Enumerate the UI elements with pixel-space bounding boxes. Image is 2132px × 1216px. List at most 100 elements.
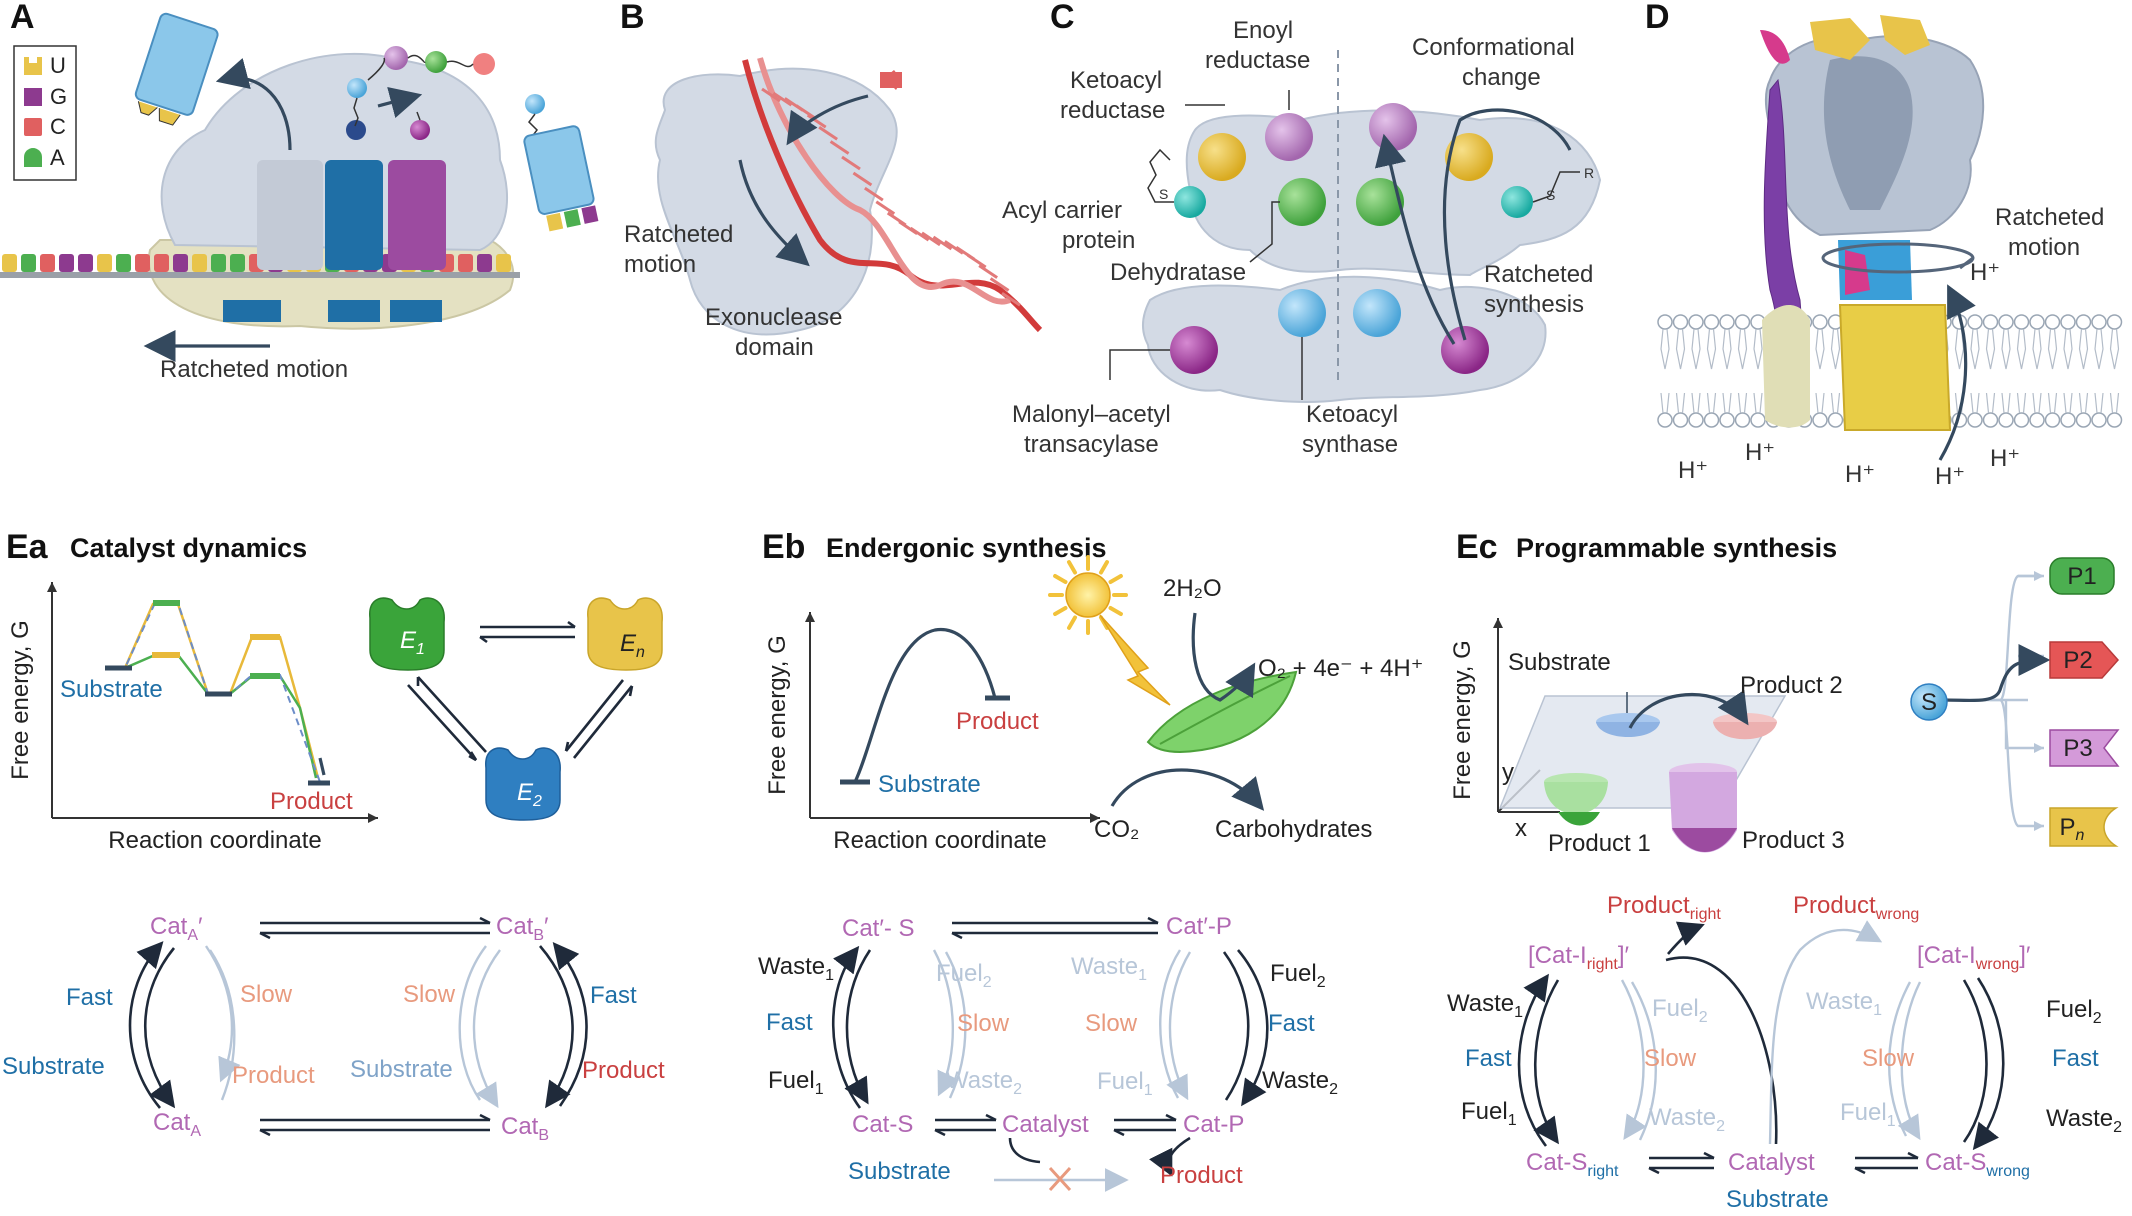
cat-a: CatA bbox=[153, 1109, 201, 1140]
ea-y-axis-label: Free energy, G bbox=[7, 620, 34, 780]
nucleotide-base bbox=[496, 254, 511, 272]
nucleotide-base bbox=[2, 254, 17, 272]
eb-substrate: Substrate bbox=[848, 1158, 951, 1185]
legend-g: G bbox=[50, 84, 67, 109]
ec-waste-left: Waste1 bbox=[1447, 990, 1523, 1021]
trna-site-a bbox=[388, 160, 446, 270]
cat-s-wrong: Cat-Swrong bbox=[1925, 1149, 2030, 1180]
panel-label-ea: Ea bbox=[6, 528, 49, 566]
ec-x-label: x bbox=[1515, 815, 1527, 842]
nucleotide-base bbox=[78, 254, 93, 272]
ec-waste-bottom-right: Waste2 bbox=[2046, 1105, 2122, 1136]
en-label: En bbox=[620, 630, 645, 661]
tag-p1-label: P1 bbox=[2067, 563, 2096, 590]
ea-x-axis-label: Reaction coordinate bbox=[108, 827, 321, 854]
exiting-trna bbox=[134, 12, 219, 126]
legend-u: U bbox=[50, 53, 66, 78]
eb-fast-left: Fast bbox=[766, 1009, 813, 1036]
e1-label: E1 bbox=[400, 627, 425, 658]
legend-c: C bbox=[50, 114, 66, 139]
tag-p3 bbox=[2049, 729, 2120, 767]
cycle-ea: CatA′ CatB′ CatA CatB Fast Slow Slow Fas… bbox=[2, 913, 665, 1144]
nucleotide-base bbox=[135, 254, 150, 272]
acp-chem-s-left: S bbox=[1159, 186, 1168, 202]
eb-substrate-label: Substrate bbox=[878, 771, 981, 798]
eb-x-axis-label: Reaction coordinate bbox=[833, 827, 1046, 854]
proton-label: H⁺ bbox=[1745, 439, 1775, 466]
nucleotide-base bbox=[97, 254, 112, 272]
s-node-label: S bbox=[1921, 689, 1937, 716]
tag-pn bbox=[2049, 807, 2119, 847]
proton-label: H⁺ bbox=[1845, 461, 1875, 488]
nucleotide-base bbox=[458, 254, 473, 272]
enzyme-en: En bbox=[587, 597, 663, 671]
product-2-label: Product 2 bbox=[1740, 672, 1843, 699]
ea-substrate-label: Substrate bbox=[60, 676, 163, 703]
eb-fuel-right: Fuel2 bbox=[1270, 960, 1326, 991]
eb-y-axis-label: Free energy, G bbox=[764, 635, 791, 795]
panel-label-d: D bbox=[1645, 0, 1670, 36]
eb-fuel-bottom-left: Fuel1 bbox=[768, 1067, 824, 1098]
tag-p3-label: P3 bbox=[2063, 735, 2092, 762]
ec-substrate-label: Substrate bbox=[1508, 649, 1611, 676]
ec-fuel-left-light: Fuel2 bbox=[1652, 995, 1708, 1026]
cat-a-prime: CatA′ bbox=[150, 913, 203, 944]
ec-slow-left: Slow bbox=[1644, 1045, 1697, 1072]
panel-ea: Ea Catalyst dynamics Free energy, G Reac… bbox=[6, 528, 663, 854]
eb-waste-right-light: Waste1 bbox=[1071, 953, 1147, 984]
nucleotide-base bbox=[21, 254, 36, 272]
eb-fuel-left-light: Fuel2 bbox=[936, 960, 992, 991]
eb-product-label: Product bbox=[956, 708, 1039, 735]
cat-s-right: Cat-Sright bbox=[1526, 1149, 1619, 1180]
ec-slow-right: Slow bbox=[1862, 1045, 1915, 1072]
ea-substrate-left: Substrate bbox=[2, 1053, 105, 1080]
dna-helix bbox=[742, 57, 1043, 333]
panel-label-c: C bbox=[1050, 0, 1075, 36]
tag-p2-label: P2 bbox=[2063, 647, 2092, 674]
cat-b-prime: CatB′ bbox=[496, 913, 549, 944]
ea-fast-right: Fast bbox=[590, 982, 637, 1009]
eb-fast-right: Fast bbox=[1268, 1010, 1315, 1037]
ec-y-axis-label: Free energy, G bbox=[1449, 640, 1476, 800]
enzyme-e1: E1 bbox=[369, 597, 445, 671]
panel-eb: Eb Endergonic synthesis Free energy, G R… bbox=[762, 528, 1423, 854]
e2-label: E2 bbox=[517, 779, 542, 810]
proton-label: H⁺ bbox=[1970, 259, 2000, 286]
ec-title: Programmable synthesis bbox=[1516, 533, 1837, 563]
cat-b: CatB bbox=[501, 1113, 549, 1144]
polymerase-blob bbox=[654, 67, 898, 336]
proton-label: H⁺ bbox=[1678, 457, 1708, 484]
cycle-ec: Productright Productwrong [Cat-Iright]′ … bbox=[1447, 892, 2122, 1213]
nucleotide-base bbox=[192, 254, 207, 272]
sun-icon bbox=[1048, 555, 1128, 635]
ec-fuel-right: Fuel2 bbox=[2046, 996, 2102, 1027]
eb-waste-bottom-light: Waste2 bbox=[946, 1067, 1022, 1098]
blocked-cross-icon bbox=[1048, 1166, 1072, 1192]
ea-slow-right: Slow bbox=[403, 981, 456, 1008]
ec-waste-right-light: Waste1 bbox=[1806, 988, 1882, 1019]
s-node bbox=[1910, 683, 1948, 721]
panel-label-a: A bbox=[10, 0, 35, 36]
ea-product-label: Product bbox=[270, 788, 353, 815]
atp-synthase-c-ring bbox=[1838, 304, 1952, 431]
nucleotide-base bbox=[116, 254, 131, 272]
nucleotide-base bbox=[59, 254, 74, 272]
ec-waste-bottom-light: Waste2 bbox=[1649, 1104, 1725, 1135]
tag-p2 bbox=[2049, 641, 2120, 679]
ec-fuel-bottom-left: Fuel1 bbox=[1461, 1098, 1517, 1129]
proton-label: H⁺ bbox=[1990, 445, 2020, 472]
nucleotide-base bbox=[477, 254, 492, 272]
ratcheted-motion-label: Ratcheted motion bbox=[160, 356, 348, 383]
co2-label: CO₂ bbox=[1094, 816, 1139, 843]
product-right: Productright bbox=[1607, 892, 1721, 923]
acp-chem-s-right: S bbox=[1546, 187, 1555, 203]
proton-label: H⁺ bbox=[1935, 463, 1965, 490]
cat-p: Cat-P bbox=[1183, 1111, 1244, 1138]
